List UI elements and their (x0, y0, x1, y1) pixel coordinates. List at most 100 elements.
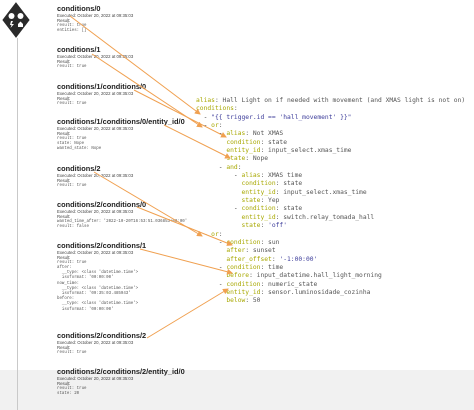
yaml-line: alias: Hall Light on if needed with move… (196, 97, 472, 105)
yaml-text (196, 197, 242, 204)
yaml-text: - (196, 113, 212, 121)
result-code-line: result: false (57, 225, 89, 230)
yaml-key: entity_id (226, 147, 261, 155)
yaml-line: before: input_datetime.hall_light_mornin… (196, 272, 472, 280)
yaml-line: entity_id: input_select.xmas_time (196, 147, 472, 155)
yaml-text: : XMAS time (260, 172, 303, 180)
result-code-line: isoformat: '09:35:03.485943' (57, 292, 131, 297)
sensor-circle-icon (8, 13, 15, 19)
yaml-text (196, 272, 226, 279)
yaml-text: : sun (260, 238, 280, 246)
yaml-line: condition: state (196, 139, 472, 147)
result-code-line: result: true (57, 350, 87, 355)
executed-timestamp: Executed: October 20, 2022 at 09:35:03 (57, 13, 134, 18)
yaml-key: condition (226, 263, 261, 271)
step-title: conditions/1/conditions/0 (57, 82, 147, 91)
yaml-key: after (226, 247, 246, 255)
result-code-line: entities: [] (57, 29, 87, 34)
yaml-key: alias (241, 172, 261, 180)
yaml-line: - alias: XMAS time (196, 172, 472, 180)
yaml-line: - or: (196, 231, 472, 239)
yaml-key: entity_id (241, 213, 276, 221)
yaml-text: - (196, 280, 227, 288)
step-title: conditions/0 (57, 4, 101, 13)
yaml-key: condition (226, 238, 261, 246)
yaml-text: : (271, 255, 280, 263)
result-label: Result: (57, 59, 71, 65)
yaml-text: : 50 (245, 297, 261, 305)
result-code-line: result: true (57, 64, 87, 69)
yaml-text (196, 297, 226, 304)
yaml-text: : sensor.luminosidade_cozinha (260, 288, 371, 296)
yaml-key: or (211, 122, 219, 130)
yaml-key: state (226, 155, 246, 163)
step-title: conditions/1 (57, 45, 101, 54)
yaml-line: - alias: Not XMAS (196, 130, 472, 138)
bottom-gray-band (34, 370, 474, 410)
yaml-string: '-1:00:00' (279, 255, 318, 263)
step-title: conditions/2 (57, 164, 101, 173)
result-code-line: __type: <class 'datetime.time'> (57, 286, 139, 291)
yaml-text: : state (275, 180, 303, 188)
yaml-text: : state (260, 138, 288, 146)
yaml-text (196, 189, 242, 196)
step-title: conditions/2/conditions/2/entity_id/0 (57, 367, 185, 376)
result-code-line: result: true (57, 260, 87, 265)
yaml-text: - (196, 205, 242, 213)
trace-graph-sidebar (0, 0, 34, 410)
result-code-line: wanted_state: Nope (57, 147, 102, 152)
yaml-text: : switch.relay_tomada_hall (275, 213, 375, 221)
yaml-key: condition (226, 138, 261, 146)
yaml-line: after: sunset (196, 247, 472, 255)
yaml-key: entity_id (226, 288, 261, 296)
yaml-line: entity_id: sensor.luminosidade_cozinha (196, 289, 472, 297)
yaml-line: entity_id: switch.relay_tomada_hall (196, 214, 472, 222)
yaml-text: : input_datetime.hall_light_morning (249, 272, 382, 280)
yaml-text: - (196, 172, 242, 180)
executed-timestamp: Executed: October 20, 2022 at 09:35:03 (57, 250, 134, 255)
yaml-key: alias (196, 97, 215, 104)
yaml-key: state (241, 197, 261, 205)
bolt-icon (10, 21, 14, 28)
yaml-text: : (260, 222, 269, 230)
result-label: Result: (57, 178, 71, 184)
result-code-line: isoformat: '00:00:00' (57, 307, 114, 312)
trigger-diamond-icon[interactable] (2, 2, 30, 38)
yaml-text (196, 247, 226, 254)
result-code-line: after: (57, 266, 72, 271)
result-code-line: result: true (57, 136, 87, 141)
yaml-text (196, 139, 226, 146)
yaml-key: entity_id (241, 188, 276, 196)
yaml-text: : Nope (245, 155, 269, 163)
step-title: conditions/2/conditions/1 (57, 241, 147, 250)
result-code-line: isoformat: '00:00:00' (57, 276, 114, 281)
result-code-line: result: true (57, 183, 87, 188)
yaml-key: before (226, 272, 250, 280)
yaml-string: 'off' (268, 222, 288, 230)
step-title: conditions/1/conditions/0/entity_id/0 (57, 117, 185, 126)
result-code-line: __type: <class 'datetime.time'> (57, 302, 139, 307)
yaml-key: after_offset (226, 255, 272, 263)
step-title: conditions/2/conditions/0 (57, 200, 147, 209)
yaml-text: : sunset (245, 247, 276, 255)
yaml-line: after_offset: '-1:00:00' (196, 256, 472, 264)
yaml-line: - condition: state (196, 205, 472, 213)
yaml-line: state: 'off' (196, 222, 472, 230)
yaml-line: state: Yep (196, 197, 472, 205)
yaml-text (196, 214, 242, 221)
yaml-key: alias (226, 130, 246, 138)
result-label: Result: (57, 131, 71, 137)
yaml-line: entity_id: input_select.xmas_time (196, 189, 472, 197)
yaml-text: : input_select.xmas_time (275, 188, 367, 196)
yaml-text (196, 289, 226, 296)
yaml-text: - (196, 238, 227, 246)
